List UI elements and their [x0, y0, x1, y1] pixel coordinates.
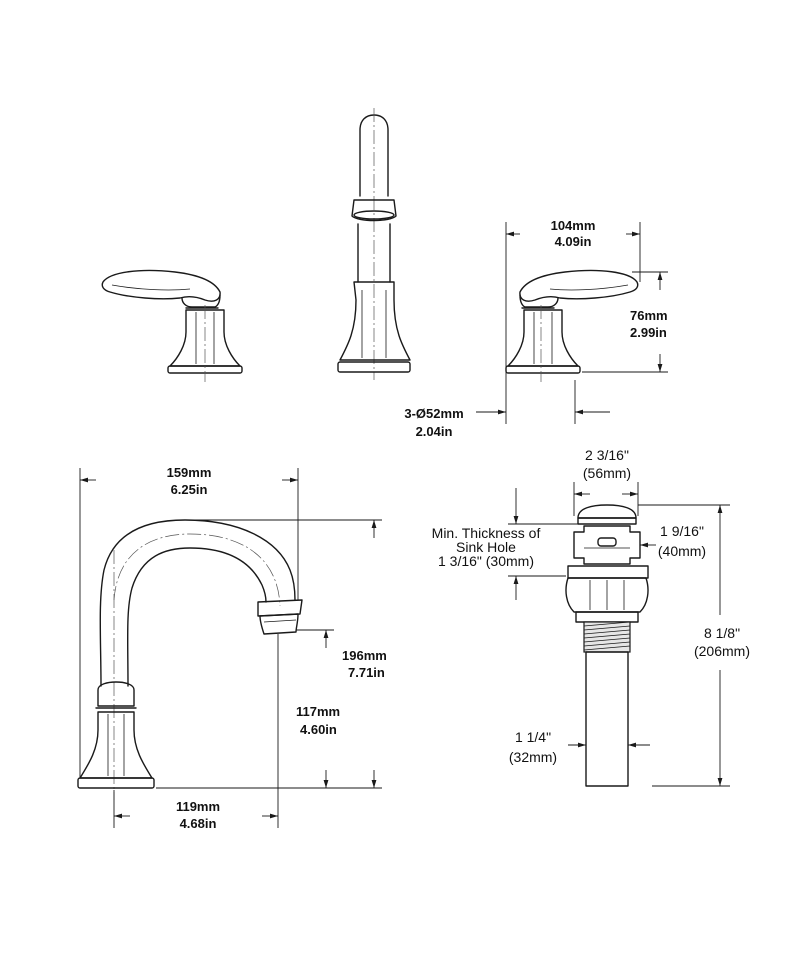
dim-total-in: 8 1/8" [704, 625, 740, 641]
dim-119-mm: 119mm [176, 799, 220, 814]
dim-spout-total-reach: 159mm 6.25in [79, 465, 299, 778]
dim-76-in: 2.99in [630, 325, 667, 340]
dim-drain-body-width: 1 9/16" (40mm) [640, 523, 706, 559]
dim-76-mm: 76mm [630, 308, 668, 323]
left-handle-drawing [101, 269, 243, 382]
dim-tail-mm: (32mm) [509, 749, 557, 765]
thread-lines [583, 621, 631, 651]
dim-drain-tail-width: 1 1/4" (32mm) [509, 729, 650, 765]
dim-cap-in: 2 3/16" [585, 447, 629, 463]
dim-104-mm: 104mm [551, 218, 596, 233]
spout-side-drawing [77, 519, 303, 800]
dim-52-mm: 3-Ø52mm [404, 406, 463, 421]
dim-117-in: 4.60in [300, 722, 337, 737]
dim-widespread-width: 104mm 4.09in [505, 218, 641, 424]
dim-196-in: 7.71in [348, 665, 385, 680]
dim-handle-height: 76mm 2.99in [582, 271, 668, 373]
dim-drain-total-height: 8 1/8" (206mm) [638, 504, 750, 787]
dim-sink-thickness: Min. Thickness of Sink Hole 1 3/16" (30m… [432, 488, 580, 600]
thickness-line-3: 1 3/16" (30mm) [438, 553, 534, 569]
dim-body-mm: (40mm) [658, 543, 706, 559]
thickness-line-2: Sink Hole [456, 539, 516, 555]
dim-hole-diameter: 3-Ø52mm 2.04in [404, 380, 610, 439]
dim-cap-mm: (56mm) [583, 465, 631, 481]
right-handle-drawing [505, 269, 639, 382]
drain-assembly-drawing [565, 504, 649, 787]
dim-117-mm: 117mm [296, 704, 340, 719]
dim-159-mm: 159mm [167, 465, 212, 480]
dim-spout-total-height: 196mm 7.71in [156, 519, 387, 789]
dim-drain-cap-width: 2 3/16" (56mm) [573, 447, 639, 516]
dim-spout-clearance: 117mm 4.60in [296, 629, 340, 788]
dim-total-mm: (206mm) [694, 643, 750, 659]
dim-spout-reach: 119mm 4.68in [113, 634, 279, 831]
dim-body-in: 1 9/16" [660, 523, 704, 539]
center-spout-drawing [337, 108, 411, 380]
dim-52-in: 2.04in [416, 424, 453, 439]
thickness-line-1: Min. Thickness of [432, 525, 541, 541]
dim-119-in: 4.68in [180, 816, 217, 831]
dim-159-in: 6.25in [171, 482, 208, 497]
dim-104-in: 4.09in [555, 234, 592, 249]
dim-196-mm: 196mm [342, 648, 387, 663]
dim-tail-in: 1 1/4" [515, 729, 551, 745]
